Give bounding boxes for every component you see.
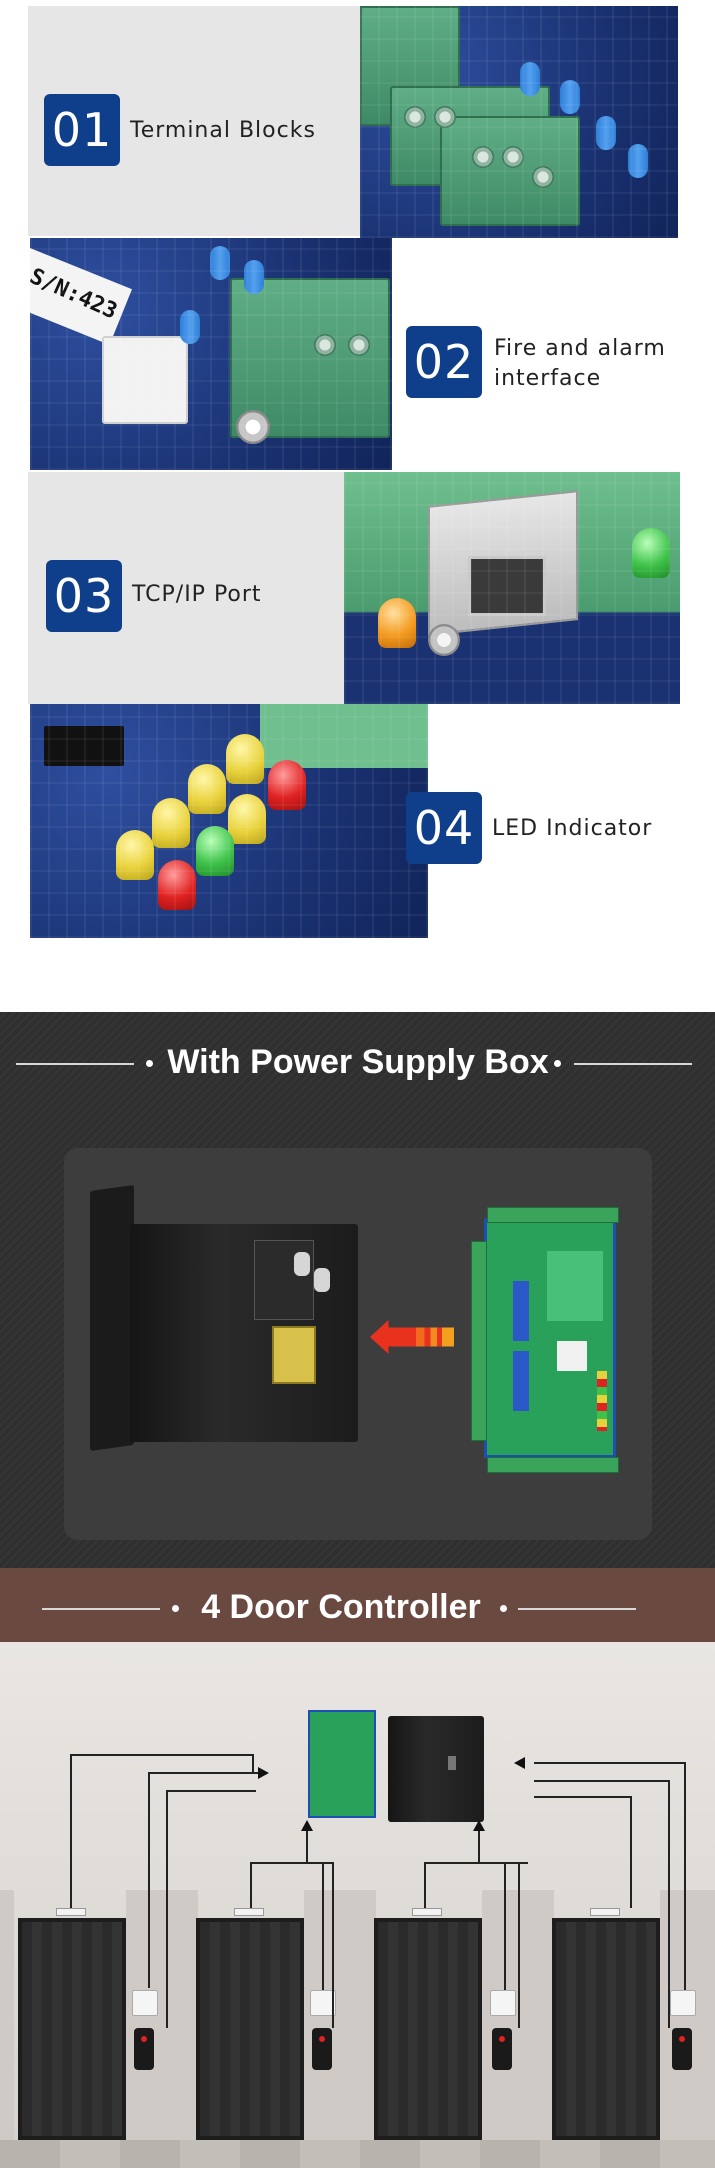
terminal-blocks-photo	[360, 6, 678, 238]
band-dot-left	[172, 1605, 179, 1612]
feature-01-label: Terminal Blocks	[130, 118, 316, 143]
feature-03-badge: 03	[46, 560, 122, 632]
band-rule-left	[42, 1608, 160, 1610]
feature-02-label-line2: interface	[494, 366, 602, 391]
controller-board	[471, 1207, 619, 1473]
door-controller-title: 4 Door Controller	[201, 1588, 481, 1626]
power-supply-title: With Power Supply Box	[167, 1043, 549, 1081]
exit-button-2	[310, 1990, 336, 2016]
card-reader-4	[672, 2028, 692, 2070]
door-3	[374, 1918, 482, 2140]
band-rule-right	[518, 1608, 636, 1610]
door-2	[196, 1918, 304, 2140]
hall-power-box	[388, 1716, 484, 1822]
band-dot-right	[500, 1605, 507, 1612]
card-reader-3	[492, 2028, 512, 2070]
feature-03-label: TCP/IP Port	[132, 582, 262, 607]
feature-01-badge: 01	[44, 94, 120, 166]
hall-controller-board	[308, 1710, 376, 1818]
exit-button-1	[132, 1990, 158, 2016]
feature-04-badge: 04	[406, 792, 482, 864]
title-dot-right	[554, 1060, 561, 1067]
title-rule-left	[16, 1063, 134, 1065]
exit-button-4	[670, 1990, 696, 2016]
door-1	[18, 1918, 126, 2140]
power-box-panel	[64, 1148, 652, 1540]
card-reader-2	[312, 2028, 332, 2070]
power-supply-box	[90, 1184, 134, 1452]
title-dot-left	[146, 1060, 153, 1067]
feature-04-label: LED Indicator	[492, 816, 653, 841]
title-rule-right	[574, 1063, 692, 1065]
insert-arrow-icon	[370, 1320, 454, 1354]
alarm-interface-photo: S/N:423	[30, 238, 392, 470]
feature-02-badge: 02	[406, 326, 482, 398]
led-indicator-photo	[30, 704, 428, 938]
serial-label: S/N:423	[30, 264, 121, 325]
card-reader-1	[134, 2028, 154, 2070]
door-controller-band	[0, 1568, 715, 1642]
feature-02-label-line1: Fire and alarm	[494, 336, 666, 361]
door-4	[552, 1918, 660, 2140]
tcp-ip-port-photo	[344, 472, 680, 704]
exit-button-3	[490, 1990, 516, 2016]
